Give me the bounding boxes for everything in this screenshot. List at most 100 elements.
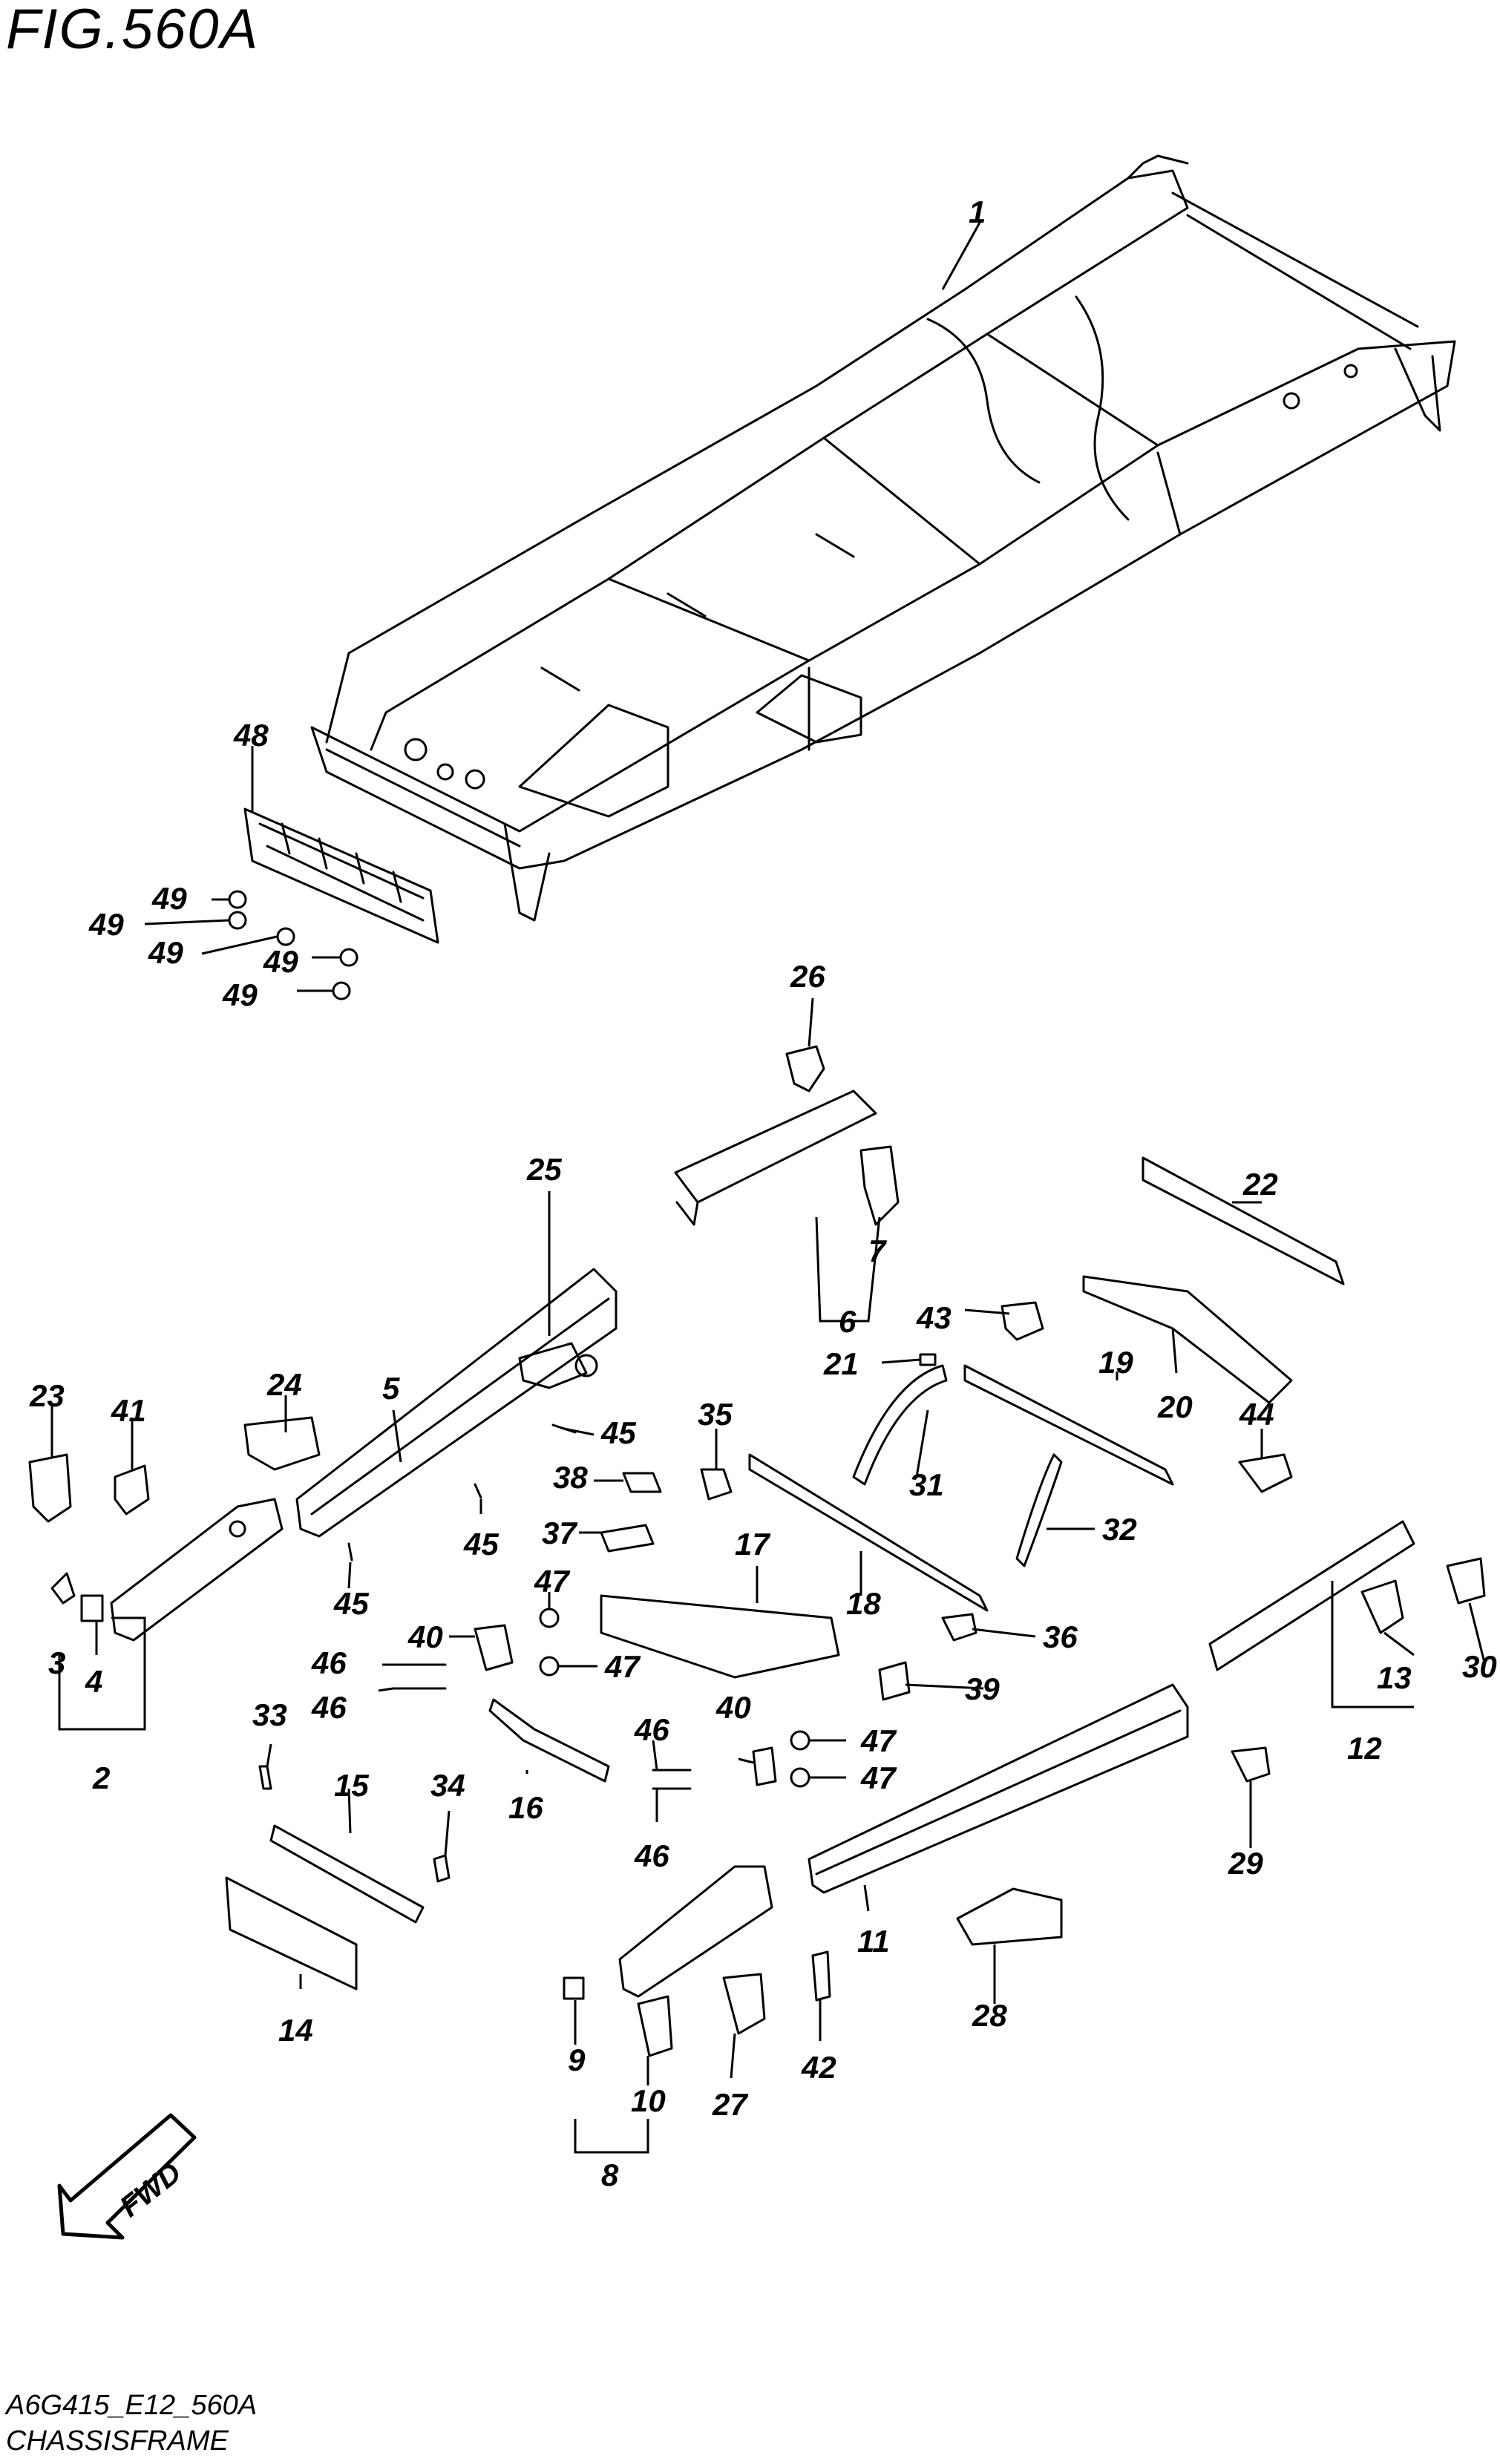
callout-label: 7 xyxy=(868,1233,887,1268)
callout-label: 1 xyxy=(969,194,986,229)
callout-label: 2 xyxy=(92,1760,110,1795)
part-4-block xyxy=(80,1594,104,1622)
callout-label: 47 xyxy=(860,1760,897,1795)
callout-label: 41 xyxy=(111,1393,146,1428)
callout-label: 43 xyxy=(916,1300,952,1335)
callout-label: 6 xyxy=(839,1304,857,1339)
fwd-arrow-icon: FWD xyxy=(57,2113,197,2240)
callout-label: 9 xyxy=(568,2042,586,2077)
callout-label: 40 xyxy=(715,1690,751,1725)
callout-label: 31 xyxy=(909,1467,944,1502)
callout-label: 42 xyxy=(801,2050,836,2085)
callout-label: 14 xyxy=(278,2013,313,2048)
callout-label: 35 xyxy=(698,1397,733,1432)
callout-label: 40 xyxy=(407,1619,443,1654)
part-7-bracket xyxy=(859,1145,900,1226)
part-40-bracket-b xyxy=(752,1746,777,1786)
callout-label: 8 xyxy=(601,2157,619,2192)
callout-label: 49 xyxy=(151,881,187,916)
part-31-tube xyxy=(852,1364,948,1486)
part-18-tube xyxy=(748,1453,989,1612)
callout-label: 46 xyxy=(634,1712,669,1747)
part-12-frame-rail xyxy=(1208,1520,1415,1671)
callout-label: 22 xyxy=(1242,1167,1278,1202)
part-17-crossmember xyxy=(600,1594,840,1679)
callout-label: 36 xyxy=(1043,1619,1078,1654)
part-40-bracket-a xyxy=(474,1624,514,1671)
part-2-frame-rail xyxy=(110,1498,284,1642)
callout-label: 25 xyxy=(526,1152,562,1187)
callout-label: 28 xyxy=(972,1998,1007,2033)
part-46-bolts xyxy=(392,1663,692,1790)
callout-label: 39 xyxy=(965,1671,1000,1706)
part-35-clip xyxy=(700,1468,733,1501)
callout-label: 47 xyxy=(604,1649,641,1684)
part-3-clip xyxy=(50,1572,76,1605)
part-45-pin-c xyxy=(347,1542,353,1562)
callout-label: 10 xyxy=(631,2083,666,2118)
callout-label: 33 xyxy=(252,1697,287,1732)
part-22-crossmember xyxy=(1142,1156,1345,1285)
callout-label: 48 xyxy=(233,718,269,753)
part-16-brace xyxy=(488,1698,610,1783)
part-38-bracket xyxy=(622,1472,662,1493)
callout-label: 16 xyxy=(508,1790,543,1825)
callout-label: 46 xyxy=(311,1645,347,1680)
part-29-bracket xyxy=(1231,1746,1271,1783)
part-23-bracket xyxy=(28,1453,72,1523)
callout-label: 23 xyxy=(29,1378,65,1413)
callout-label: 38 xyxy=(553,1460,588,1495)
callout-label: 17 xyxy=(735,1527,770,1562)
part-26-bracket xyxy=(785,1045,825,1092)
callout-label: 47 xyxy=(860,1723,897,1758)
part-37-plate xyxy=(600,1524,655,1553)
callout-label: 26 xyxy=(790,959,825,994)
callout-label: 46 xyxy=(311,1690,347,1725)
part-24-bracket xyxy=(243,1416,321,1471)
part-43-plate xyxy=(1000,1301,1044,1341)
chassis-frame-assembly xyxy=(310,154,1456,922)
callout-label: 34 xyxy=(430,1768,465,1803)
part-19-crossmember xyxy=(963,1364,1174,1486)
callout-label: 45 xyxy=(333,1586,369,1621)
part-8-frame-rail xyxy=(618,1865,773,1998)
callout-label: 45 xyxy=(600,1415,636,1450)
callout-label: 5 xyxy=(382,1371,400,1406)
part-41-bracket xyxy=(114,1464,150,1516)
part-10-bracket xyxy=(637,1995,673,2057)
callout-label: 13 xyxy=(1377,1660,1412,1695)
callout-label: 3 xyxy=(48,1645,65,1680)
leader-lines xyxy=(50,222,1486,2154)
callout-label: 44 xyxy=(1239,1397,1274,1432)
callout-label: 19 xyxy=(1098,1345,1133,1380)
part-28-bracket xyxy=(956,1887,1063,1946)
part-45-pin-b xyxy=(474,1483,482,1499)
part-33-clip xyxy=(258,1765,272,1790)
callout-label: 11 xyxy=(857,1924,890,1959)
part-14-crossmember xyxy=(225,1876,358,1990)
part-11-frame-rail xyxy=(808,1683,1189,1894)
callout-label: 29 xyxy=(1228,1846,1263,1881)
part-49-clips xyxy=(228,890,358,1000)
part-47-nuts xyxy=(539,1608,810,1788)
part-25-bracket xyxy=(518,1342,588,1389)
part-9-block xyxy=(563,1976,585,2000)
part-36-bracket xyxy=(941,1613,977,1642)
callout-label: 12 xyxy=(1347,1731,1382,1766)
callout-label: 15 xyxy=(334,1768,369,1803)
callout-label: 32 xyxy=(1102,1512,1137,1547)
part-32-tube xyxy=(1015,1453,1063,1567)
callout-label: 27 xyxy=(712,2087,748,2122)
part-39-bracket xyxy=(878,1661,911,1701)
callout-label: 24 xyxy=(266,1367,302,1402)
diagram-code: A6G415_E12_560A xyxy=(6,2390,258,2421)
callout-label: 20 xyxy=(1157,1389,1193,1424)
callout-label: 49 xyxy=(222,977,258,1012)
callout-label: 37 xyxy=(542,1516,577,1550)
callout-label: 30 xyxy=(1462,1649,1497,1684)
callout-label: 21 xyxy=(823,1346,859,1381)
part-15-tube xyxy=(269,1824,425,1924)
callout-label: 18 xyxy=(846,1586,881,1621)
